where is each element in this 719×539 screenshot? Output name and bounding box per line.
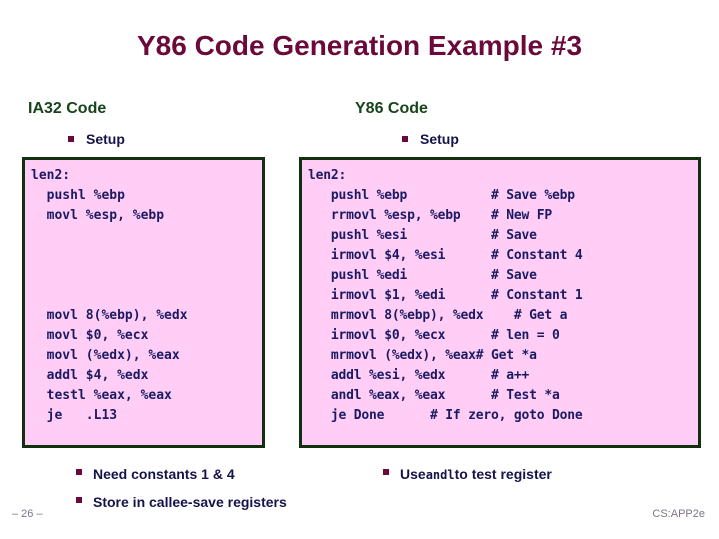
- code-line: pushl %ebp: [31, 188, 125, 203]
- code-line: addl $4, %edx: [31, 368, 149, 383]
- square-bullet-icon: [76, 469, 82, 475]
- code-line: len2:: [31, 168, 71, 183]
- note-bullet-right-1: Use andl to test register: [383, 466, 552, 482]
- brand-label: CS:APP2e: [652, 508, 705, 520]
- note-text-left-1: Need constants 1 & 4: [93, 466, 235, 482]
- code-line: movl (%edx), %eax: [31, 348, 180, 363]
- code-line: addl %esi, %edx # a++: [308, 368, 530, 383]
- code-line: movl $0, %ecx: [31, 328, 149, 343]
- code-line: irmovl $4, %esi # Constant 4: [308, 248, 583, 263]
- code-line: je Done # If zero, goto Done: [308, 408, 583, 423]
- square-bullet-icon: [76, 497, 82, 503]
- code-lines-y86: len2: pushl %ebp # Save %ebp rrmovl %esp…: [308, 166, 583, 426]
- code-line: len2:: [308, 168, 347, 183]
- code-line: testl %eax, %eax: [31, 388, 172, 403]
- code-line: andl %eax, %eax # Test *a: [308, 388, 560, 403]
- code-line: movl 8(%ebp), %edx: [31, 308, 188, 323]
- note-text-left-2: Store in callee-save registers: [93, 494, 287, 510]
- square-bullet-icon: [402, 136, 408, 142]
- setup-label-left: Setup: [86, 131, 125, 147]
- page-number: – 26 –: [12, 508, 43, 520]
- square-bullet-icon: [68, 136, 74, 142]
- setup-label-right: Setup: [420, 131, 459, 147]
- code-line: irmovl $1, %edi # Constant 1: [308, 288, 583, 303]
- code-line: irmovl $0, %ecx # len = 0: [308, 328, 560, 343]
- setup-bullet-left: Setup: [68, 131, 125, 147]
- note-text-right-prefix: Use: [400, 466, 426, 482]
- code-line: mrmovl (%edx), %eax# Get *a: [308, 348, 537, 363]
- code-line: pushl %edi # Save: [308, 268, 537, 283]
- note-text-right-suffix: to test register: [454, 466, 552, 482]
- note-text-right-mono: andl: [425, 468, 455, 482]
- setup-bullet-right: Setup: [402, 131, 459, 147]
- square-bullet-icon: [383, 469, 389, 475]
- note-bullet-left-2: Store in callee-save registers: [76, 494, 287, 510]
- column-heading-y86: Y86 Code: [355, 100, 428, 117]
- code-line: rrmovl %esp, %ebp # New FP: [308, 208, 553, 223]
- code-line: movl %esp, %ebp: [31, 208, 165, 223]
- code-block-y86: len2: pushl %ebp # Save %ebp rrmovl %esp…: [299, 157, 701, 448]
- code-line: pushl %ebp # Save %ebp: [308, 188, 575, 203]
- code-block-ia32: len2: pushl %ebp movl %esp, %ebp movl 8(…: [22, 157, 265, 448]
- code-line: pushl %esi # Save: [308, 228, 537, 243]
- note-bullet-left-1: Need constants 1 & 4: [76, 466, 235, 482]
- code-lines-ia32: len2: pushl %ebp movl %esp, %ebp movl 8(…: [31, 166, 188, 426]
- column-heading-ia32: IA32 Code: [28, 100, 107, 117]
- code-line: mrmovl 8(%ebp), %edx # Get a: [308, 308, 568, 323]
- page-title: Y86 Code Generation Example #3: [136, 30, 583, 61]
- code-line: je .L13: [31, 408, 118, 423]
